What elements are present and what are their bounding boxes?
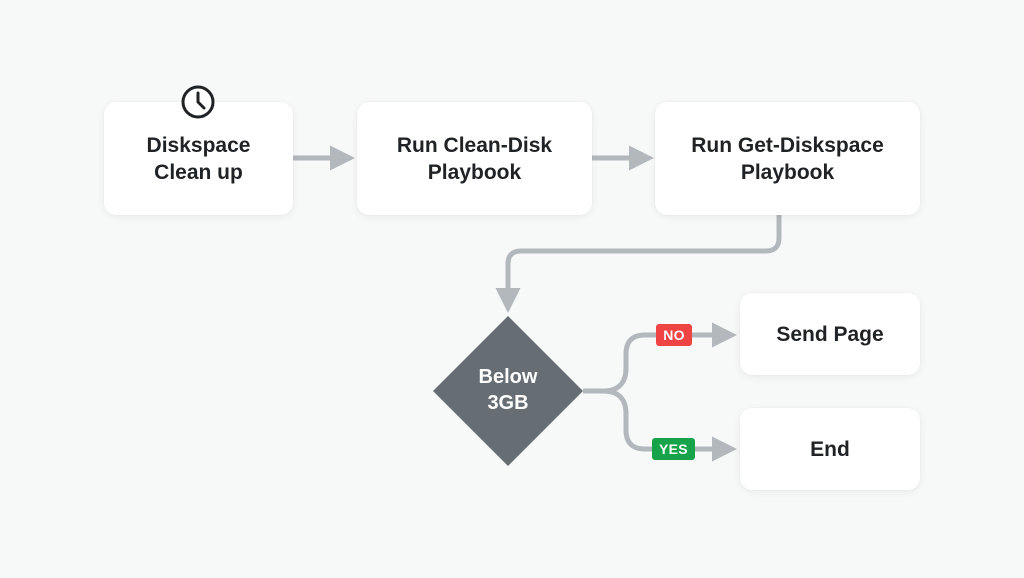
connector-get-to-decision bbox=[495, 215, 782, 313]
decision-label-line2: 3GB bbox=[487, 392, 529, 414]
node-diskspace-clean-up[interactable]: Diskspace Clean up bbox=[104, 102, 293, 215]
node-run-get-diskspace-line1: Run Get-Diskspace bbox=[691, 133, 884, 157]
node-run-clean-disk-playbook[interactable]: Run Clean-Disk Playbook bbox=[357, 102, 592, 215]
decision-label-line1: Below bbox=[478, 366, 538, 388]
node-run-get-diskspace-line2: Playbook bbox=[740, 160, 835, 184]
branch-no-badge: NO bbox=[656, 324, 692, 346]
decision-diamond-shape bbox=[433, 316, 583, 466]
node-diskspace-clean-up-line2: Clean up bbox=[154, 160, 243, 184]
decision-label: Below 3GB bbox=[433, 364, 583, 416]
connector-decision-to-end bbox=[583, 388, 737, 462]
node-diskspace-clean-up-line1: Diskspace bbox=[146, 133, 251, 157]
node-end[interactable]: End bbox=[740, 408, 920, 490]
node-run-get-diskspace-playbook[interactable]: Run Get-Diskspace Playbook bbox=[655, 102, 920, 215]
clock-icon bbox=[181, 85, 215, 119]
node-run-clean-disk-line1: Run Clean-Disk bbox=[396, 133, 553, 157]
node-send-page-label: Send Page bbox=[776, 322, 884, 346]
node-end-label: End bbox=[810, 437, 850, 461]
node-send-page[interactable]: Send Page bbox=[740, 293, 920, 375]
node-run-clean-disk-line2: Playbook bbox=[427, 160, 522, 184]
branch-yes-badge: YES bbox=[652, 438, 695, 460]
